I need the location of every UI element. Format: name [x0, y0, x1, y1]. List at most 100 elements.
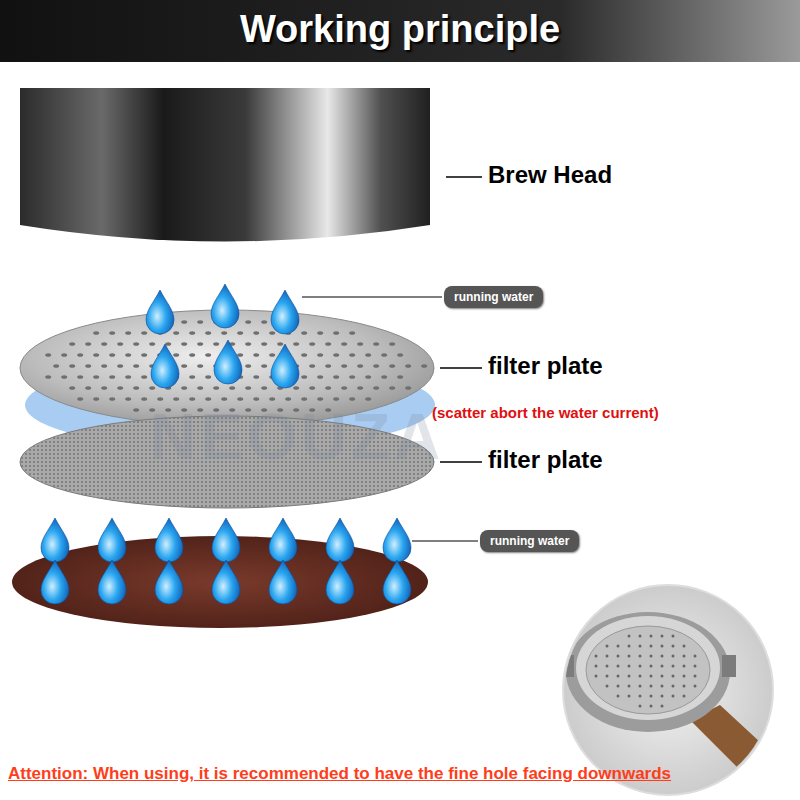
plate-hole: [269, 397, 275, 401]
plate-hole: [77, 397, 83, 401]
part-label: filter plate: [488, 352, 603, 380]
plate-hole: [389, 342, 395, 346]
caption: Attention: When using, it is recommended…: [8, 764, 671, 784]
plate-hole: [293, 386, 299, 390]
plate-hole: [173, 353, 179, 357]
plate-hole: [661, 675, 664, 678]
plate-hole: [617, 655, 620, 658]
plate-hole: [101, 364, 107, 368]
plate-holes: [45, 320, 427, 412]
plate-hole: [606, 655, 609, 658]
plate-hole: [173, 397, 179, 401]
plate-hole: [317, 331, 323, 335]
plate-hole: [117, 386, 123, 390]
plate-hole: [181, 364, 187, 368]
plate-hole: [341, 386, 347, 390]
plate-hole: [661, 655, 664, 658]
plate-hole: [639, 685, 642, 688]
callout-pill: running water: [480, 530, 579, 552]
plate-hole: [117, 342, 123, 346]
plate-hole: [309, 386, 315, 390]
plate-hole: [253, 397, 259, 401]
water-drop: [326, 518, 354, 562]
plate-hole: [650, 675, 653, 678]
plate-hole: [253, 375, 259, 379]
plate-hole: [141, 397, 147, 401]
plate-hole: [628, 685, 631, 688]
plate-hole: [683, 675, 686, 678]
callout-text: running water: [490, 534, 569, 548]
plate-hole: [93, 397, 99, 401]
plate-hole: [133, 408, 139, 412]
plate-hole: [85, 364, 91, 368]
brew-head: [20, 88, 430, 242]
plate-hole: [628, 695, 631, 698]
plate-hole: [245, 364, 251, 368]
plate-hole: [694, 675, 697, 678]
plate-hole: [133, 386, 139, 390]
plate-hole: [341, 342, 347, 346]
plate-hole: [301, 331, 307, 335]
watermark: NEOUZA: [150, 400, 444, 474]
plate-hole: [365, 353, 371, 357]
water-drop: [269, 518, 297, 562]
water-drop: [211, 284, 239, 328]
plate-hole: [301, 397, 307, 401]
plate-hole: [365, 375, 371, 379]
plate-hole: [397, 375, 403, 379]
water-drop: [41, 518, 69, 562]
plate-hole: [672, 655, 675, 658]
plate-hole: [661, 645, 664, 648]
plate-hole: [650, 655, 653, 658]
plate-hole: [109, 375, 115, 379]
plate-hole: [213, 386, 219, 390]
plate-hole: [261, 320, 267, 324]
leader-line: [302, 296, 442, 297]
plate-hole: [683, 655, 686, 658]
plate-hole: [197, 386, 203, 390]
plate-hole: [229, 386, 235, 390]
portafilter: [560, 612, 790, 790]
plate-hole: [45, 375, 51, 379]
water-drop: [326, 560, 354, 604]
plate-hole: [149, 342, 155, 346]
plate-hole: [189, 331, 195, 335]
plate-hole: [261, 342, 267, 346]
plate-hole: [61, 375, 67, 379]
plate-hole: [189, 353, 195, 357]
plate-hole: [317, 397, 323, 401]
plate-hole: [405, 386, 411, 390]
plate-hole: [672, 665, 675, 668]
plate-hole: [101, 342, 107, 346]
plate-hole: [661, 665, 664, 668]
plate-hole: [606, 645, 609, 648]
plate-hole: [125, 397, 131, 401]
water-drop: [98, 560, 126, 604]
plate-hole: [269, 331, 275, 335]
plate-hole: [349, 375, 355, 379]
plate-hole: [650, 685, 653, 688]
inset-photo: [563, 585, 773, 795]
plate-hole: [650, 645, 653, 648]
plate-hole: [77, 353, 83, 357]
note: (scatter abort the water current): [432, 404, 659, 421]
water-drop: [212, 560, 240, 604]
plate-hole: [617, 685, 620, 688]
plate-hole: [125, 331, 131, 335]
plate-hole: [606, 665, 609, 668]
plate-hole: [650, 665, 653, 668]
plate-hole: [253, 353, 259, 357]
plate-hole: [349, 353, 355, 357]
plate-hole: [333, 331, 339, 335]
plate-hole: [205, 331, 211, 335]
plate-hole: [45, 353, 51, 357]
plate-hole: [93, 331, 99, 335]
plate-hole: [269, 353, 275, 357]
plate-hole: [639, 655, 642, 658]
plate-hole: [606, 675, 609, 678]
plate-hole: [639, 695, 642, 698]
plate-hole: [205, 375, 211, 379]
plate-hole: [69, 386, 75, 390]
plate-hole: [69, 342, 75, 346]
